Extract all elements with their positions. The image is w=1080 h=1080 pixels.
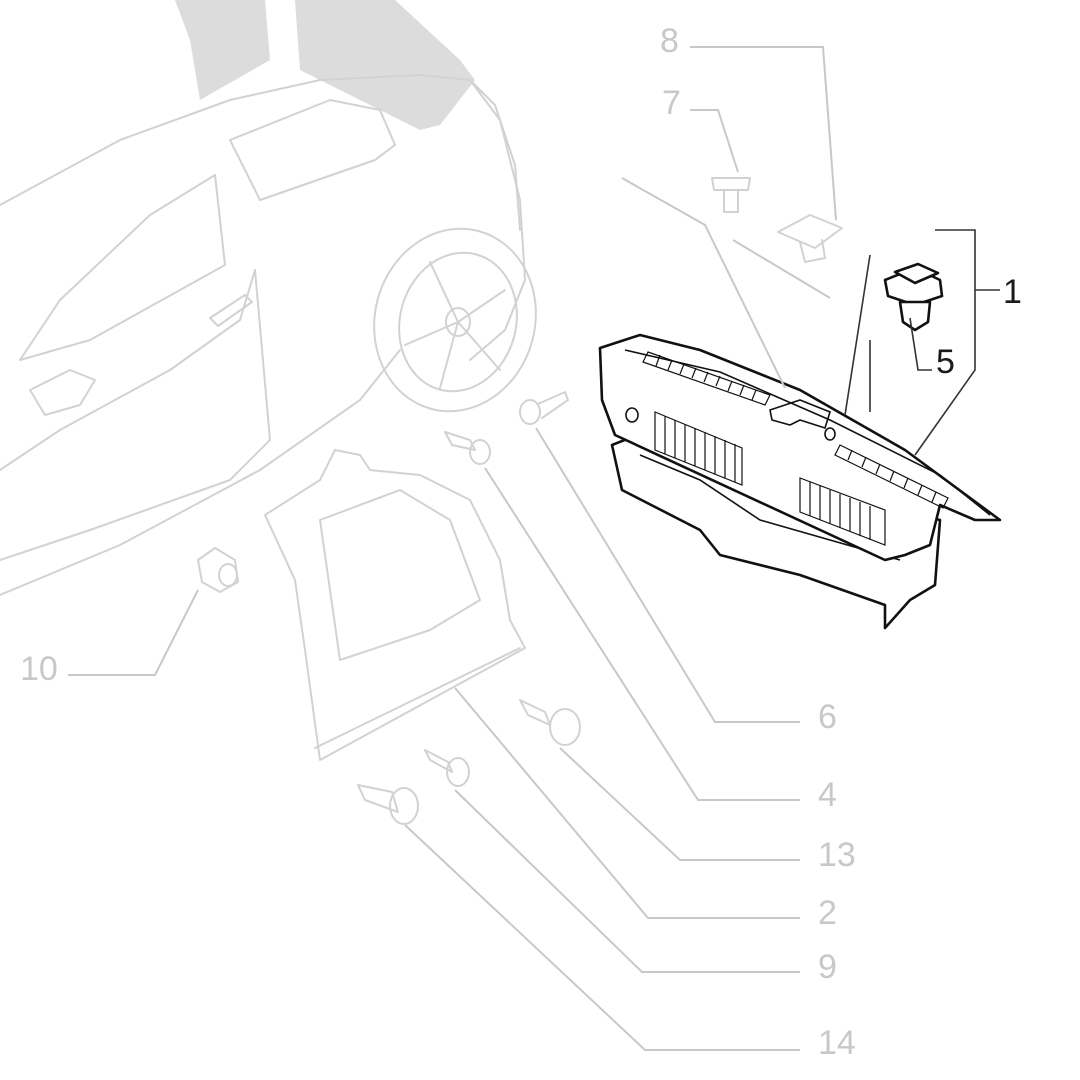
grommet-10 [197,547,239,593]
shelf-top-ridge [624,349,991,516]
grille-front-left [654,411,743,486]
side-trim-outline [264,449,526,761]
push-clip-13 [519,699,581,746]
shelf-hole-left [625,407,639,423]
leader-1 [914,229,1000,456]
screw-9 [424,749,470,787]
leader-1-arrow [844,254,871,416]
leader-14 [404,824,800,1051]
leader-lines [68,46,1000,1051]
fasteners [197,177,843,825]
screw-7 [711,177,751,213]
leader-10 [68,589,199,676]
callout-labels: 1 5 8 7 10 6 4 13 2 9 14 [20,22,1022,1062]
clip-5-stem [898,300,932,332]
fir-tree-clip-14 [357,784,419,825]
leader-4 [484,467,800,801]
leader-8 [690,46,837,221]
callout-10: 10 [20,650,58,688]
callout-2: 2 [818,894,837,932]
wheel-hub [445,307,471,337]
leader-9 [454,789,800,973]
clip-5-cap [893,262,940,285]
callout-4: 4 [818,776,837,814]
callout-7: 7 [662,84,681,122]
side-trim-lower-lip [314,647,521,749]
callout-9: 9 [818,948,837,986]
callout-1: 1 [1003,273,1022,311]
rear-wheel-rim [398,251,518,393]
leader-pointer-left [621,177,831,389]
leader-5 [909,317,932,371]
door-handle [209,294,253,327]
car-body-outline [0,0,537,596]
tailgate-shape [175,0,270,100]
grille-front-right [799,477,886,546]
shelf-main-panel [598,333,1002,562]
leader-2 [454,687,800,919]
body-sill-line [0,349,401,596]
roof-line [0,74,521,231]
rear-window-line [229,99,396,201]
rear-quarter-line [469,79,526,361]
callout-5: 5 [936,343,955,381]
wheel-spokes [404,261,506,389]
door-line [0,269,271,561]
trunk-side-trim-panel [264,449,526,761]
side-trim-recess [319,489,481,661]
rear-parcel-shelf [598,333,1002,630]
callout-14: 14 [818,1024,856,1062]
retaining-clip-5 [883,262,944,332]
leader-7 [690,109,739,173]
shelf-center-bracket [769,399,831,430]
shelf-hole-right [824,427,836,441]
callout-8: 8 [660,22,679,60]
clip-4 [444,431,491,465]
rear-hatch-shape [295,0,475,130]
screw-6 [519,391,569,425]
callout-13: 13 [818,836,856,874]
side-window-line [19,174,226,361]
leader-6 [535,427,800,723]
leader-13 [559,747,800,861]
grille-rear-right [834,444,949,509]
mirror [29,369,96,416]
callout-6: 6 [818,698,837,736]
rear-wheel-tire [373,227,537,413]
nut-clip-8 [777,214,843,263]
grille-rear-left [642,351,771,406]
